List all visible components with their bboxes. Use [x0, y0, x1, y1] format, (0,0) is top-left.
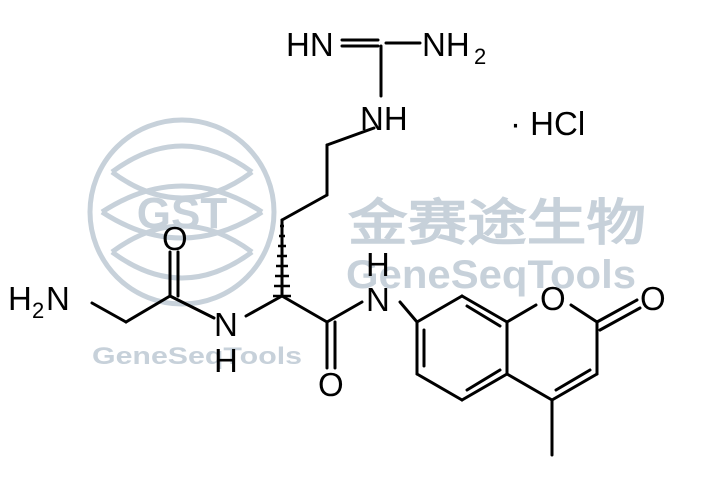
atom-label-glycine-h: H: [8, 280, 32, 317]
atom-label-ring-o: O: [540, 280, 566, 317]
atom-label-nh2: NH: [422, 26, 470, 63]
bond: [280, 294, 329, 324]
bond: [465, 304, 502, 328]
bond: [244, 294, 284, 318]
atom-label-glycine-n: N: [46, 280, 70, 317]
atom-label-alpha-h: H: [214, 342, 238, 379]
bond: [90, 301, 128, 324]
watermark-logo-text: GST: [137, 189, 228, 238]
watermark-logo-icon: [87, 117, 277, 307]
bond: [598, 306, 642, 332]
bond: [415, 372, 464, 402]
bond: [505, 372, 554, 402]
bond: [398, 300, 419, 324]
bond: [325, 300, 364, 324]
atom-label-amide-h: H: [366, 246, 390, 283]
atom-label-amide-o: O: [318, 366, 344, 403]
atom-label-lactone-o: O: [640, 280, 666, 317]
bond: [280, 193, 329, 222]
bonds: [90, 38, 642, 457]
atom-subscript: 2: [474, 44, 486, 69]
bond: [460, 372, 509, 402]
bond: [168, 294, 216, 320]
watermark: GST 金赛途生物 GeneSeqTools GeneSeqTools: [87, 117, 646, 370]
bond: [460, 294, 509, 324]
watermark-name-en: GeneSeqTools: [346, 253, 636, 297]
atom-label-glycine-o: O: [162, 220, 188, 257]
salt-label: · HCl: [510, 105, 585, 142]
bond: [415, 294, 464, 324]
watermark-name-cn: 金赛途生物: [348, 194, 646, 252]
bond: [124, 294, 172, 324]
bond: [465, 368, 502, 392]
bond: [505, 303, 538, 324]
watermark-name-en-small: GeneSeqTools: [92, 343, 302, 370]
atom-label-amide-n: N: [366, 281, 390, 318]
atom-label-imine: HN: [286, 26, 334, 63]
bond: [325, 126, 376, 147]
atom-subscript: 2: [32, 298, 44, 323]
atom-labels: HN NH 2 NH H N O N H O H 2 N O O: [8, 26, 666, 403]
bond: [550, 372, 599, 402]
bond: [569, 303, 599, 324]
bond: [595, 298, 639, 324]
atom-label-guanidine-nh: NH: [360, 100, 408, 137]
bond: [554, 368, 592, 392]
atom-label-alpha-n: N: [214, 306, 238, 343]
